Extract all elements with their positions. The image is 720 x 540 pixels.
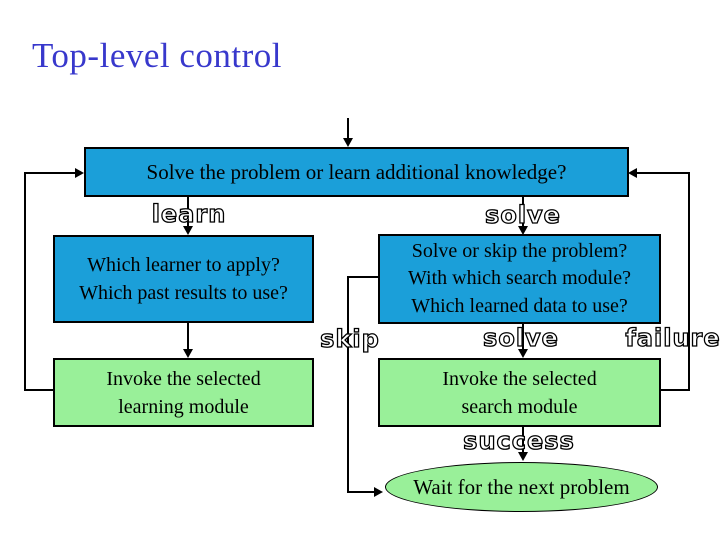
arrowhead-down-icon: [343, 138, 353, 147]
node-invoke-search-line2: search module: [461, 395, 578, 418]
entry-arrow-line: [347, 118, 349, 145]
node-decision: Solve the problem or learn additional kn…: [84, 147, 629, 197]
learn-loop-line-bottom: [24, 389, 54, 391]
node-decision-label: Solve the problem or learn additional kn…: [146, 159, 567, 184]
failure-loop-line-bottom: [661, 389, 690, 391]
node-invoke-search-line1: Invoke the selected: [442, 367, 597, 390]
node-wait-ellipse: Wait for the next problem: [385, 462, 658, 512]
node-invoke-learning-line1: Invoke the selected: [106, 367, 261, 390]
node-invoke-learning-module: Invoke the selected learning module: [53, 358, 314, 427]
success-arrow-line: [522, 427, 524, 453]
node-which-learner: Which learner to apply? Which past resul…: [53, 235, 314, 323]
node-solve-or-skip-line3: Which learned data to use?: [411, 294, 628, 317]
learner-to-module-line: [187, 323, 189, 350]
edge-label-failure: failure: [625, 323, 720, 352]
arrowhead-down-icon: [518, 226, 528, 235]
arrowhead-down-icon: [183, 226, 193, 235]
skip-line-bottom: [348, 491, 375, 493]
node-invoke-search-module: Invoke the selected search module: [378, 358, 661, 427]
node-wait-label: Wait for the next problem: [413, 474, 630, 499]
page-title: Top-level control: [32, 36, 282, 75]
edge-label-solve-top: solve: [484, 200, 561, 229]
arrowhead-down-icon: [518, 349, 528, 358]
node-solve-or-skip: Solve or skip the problem? With which se…: [378, 234, 661, 324]
arrowhead-left-icon: [628, 168, 637, 178]
edge-label-success: success: [463, 426, 575, 455]
node-which-learner-line1: Which learner to apply?: [87, 254, 280, 276]
edge-label-skip: skip: [320, 324, 380, 353]
edge-label-learn: learn: [151, 199, 227, 228]
skip-line-top: [348, 276, 379, 278]
learn-loop-line-vertical: [24, 172, 26, 391]
arrowhead-right-icon: [374, 487, 383, 497]
solver-to-module-line: [522, 324, 524, 350]
node-invoke-learning-line2: learning module: [118, 395, 249, 418]
edge-label-solve-mid: solve: [482, 323, 559, 352]
failure-loop-line-vertical: [688, 172, 690, 391]
arrowhead-down-icon: [183, 349, 193, 358]
node-solve-or-skip-line1: Solve or skip the problem?: [411, 239, 628, 262]
arrowhead-down-icon: [518, 452, 528, 461]
solve-arrow-line: [522, 197, 524, 226]
arrowhead-right-icon: [75, 168, 84, 178]
node-solve-or-skip-line2: With which search module?: [407, 267, 631, 290]
learn-arrow-line: [187, 197, 189, 226]
node-which-learner-line2: Which past results to use?: [79, 282, 288, 304]
skip-line-vertical: [347, 276, 349, 493]
learn-loop-line-top: [24, 172, 75, 174]
failure-loop-line-top: [637, 172, 689, 174]
